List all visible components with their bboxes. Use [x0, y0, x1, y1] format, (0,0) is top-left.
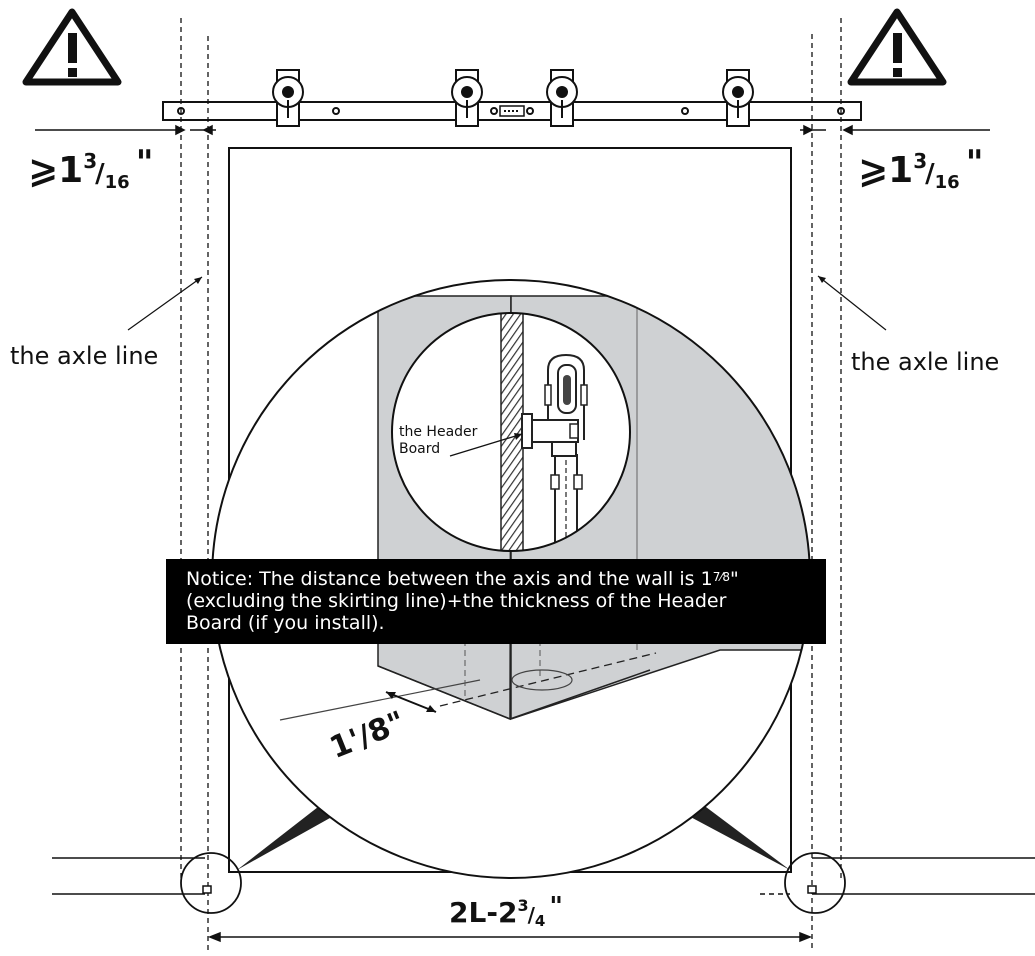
- clearance-label-left: ⩾13/16": [28, 143, 153, 193]
- roller-hanger: [451, 69, 483, 127]
- floor-guide-detail-right: [784, 852, 846, 914]
- axle-label-left: the axle line: [10, 342, 158, 370]
- track-rail: [162, 101, 862, 121]
- warning-icon-right: [847, 8, 947, 86]
- roller-hanger: [546, 69, 578, 127]
- axle-label-right: the axle line: [851, 348, 999, 376]
- roller-hanger: [272, 69, 304, 127]
- clearance-dimension-right: [800, 124, 990, 136]
- notice-box: Notice: The distance between the axis an…: [166, 559, 826, 644]
- floor-line-left: [52, 857, 205, 895]
- header-board-detail-view: the Header Board: [391, 312, 631, 552]
- axle-leader-left: [127, 276, 203, 331]
- width-dimension: [207, 931, 813, 943]
- floor-line-right: [760, 857, 1035, 895]
- width-label: 2L-23/4": [449, 892, 563, 930]
- roller-hanger: [722, 69, 754, 127]
- notice-line-3: Board (if you install).: [186, 612, 385, 634]
- header-board-label: the Header Board: [399, 424, 482, 457]
- clearance-dimension-left: [35, 124, 216, 136]
- notice-line-2: (excluding the skirting line)+the thickn…: [186, 590, 727, 612]
- floor-guide-detail-left: [180, 852, 242, 914]
- warning-icon-left: [22, 8, 122, 86]
- clearance-label-right: ⩾13/16": [858, 143, 983, 193]
- axle-leader-right: [817, 275, 887, 331]
- notice-line-1: Notice: The distance between the axis an…: [186, 568, 739, 590]
